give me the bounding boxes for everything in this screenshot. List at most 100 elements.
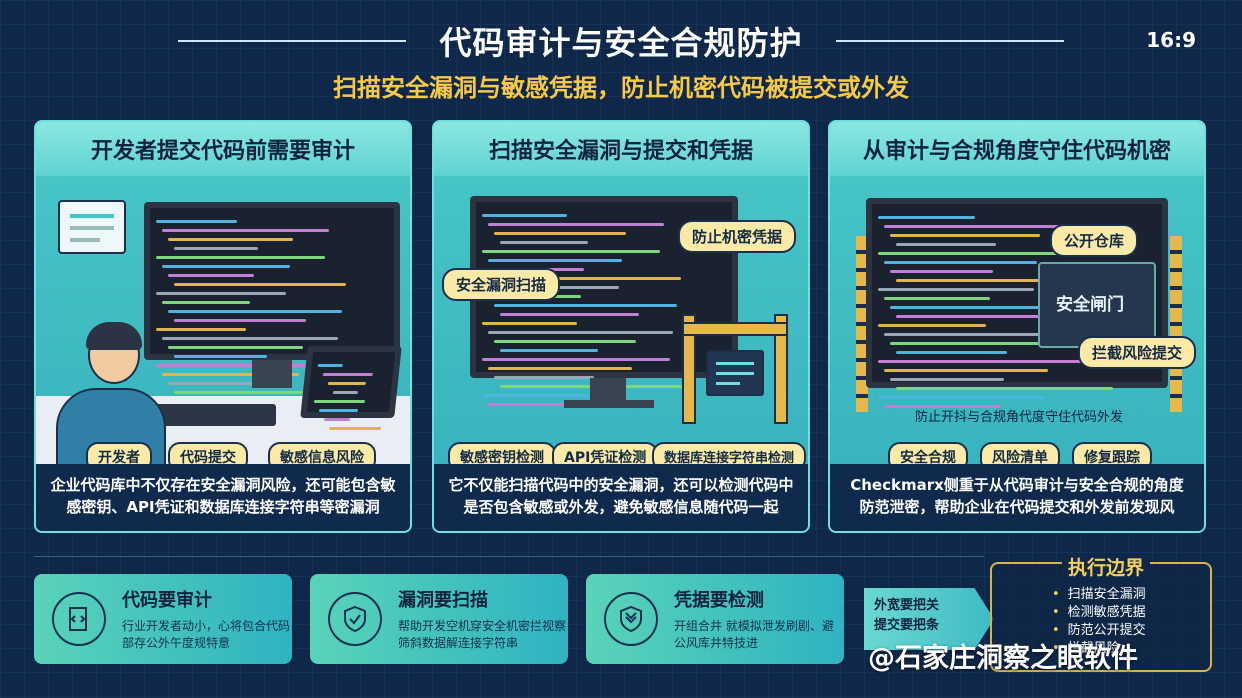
callout-vuln-scan: 安全漏洞扫描 — [442, 268, 561, 301]
developer-scene: 开发者 代码提交 敏感信息风险 — [36, 176, 410, 472]
panel-description: 企业代码库中不仅存在安全漏洞风险，还可能包含敏感密钥、API凭证和数据库连接字符… — [36, 464, 410, 531]
code-line — [488, 259, 623, 262]
code-line — [884, 225, 1085, 228]
speech-bubble-icon — [58, 200, 126, 254]
code-line — [488, 367, 632, 370]
boundary-arrow: 外宽要把关 提交要把条 — [864, 588, 994, 650]
code-line — [878, 324, 987, 327]
code-line — [174, 319, 307, 322]
panel-developer-audit: 开发者提交代码前需要审计 开发者 代码提交 敏感信息风险 企业代码库中不仅存在 — [34, 120, 412, 533]
code-line — [322, 373, 374, 376]
code-line — [162, 373, 299, 376]
boundary-item: 拦截风险 — [1052, 640, 1146, 658]
code-line — [482, 322, 578, 325]
code-line — [327, 382, 366, 385]
code-line — [884, 297, 990, 300]
callout-protect-credentials: 防止机密凭据 — [678, 220, 797, 253]
code-line — [162, 337, 339, 340]
code-line — [878, 288, 1034, 291]
card-credential-check: 凭据要检测 开组合井 就模拟泄发刷剧、避公风库井特技进 — [586, 574, 844, 664]
code-line — [332, 391, 359, 394]
code-line — [890, 378, 1004, 381]
code-line — [156, 292, 286, 295]
code-line — [168, 274, 254, 277]
title-line-right — [836, 40, 1064, 42]
panel-title: 扫描安全漏洞与提交和凭据 — [434, 122, 808, 176]
panel-description: Checkmarx侧重于从代码审计与安全合规的角度防范泄密，帮助企业在代码提交和… — [830, 464, 1204, 531]
code-line — [488, 331, 674, 334]
barrier-post-right — [1170, 236, 1182, 412]
code-line — [162, 301, 251, 304]
card-vuln-scan: 漏洞要扫描 帮助开发空机穿安全机密拦视察筛斜数据解连接字符串 — [310, 574, 568, 664]
code-line — [896, 387, 1113, 390]
code-line — [878, 360, 1093, 363]
aspect-ratio-label: 16:9 — [1146, 28, 1196, 52]
code-line — [488, 403, 591, 406]
arrow-line-1: 外宽要把关 — [874, 598, 940, 613]
code-line — [494, 232, 626, 235]
scan-scene: 安全漏洞扫描 防止机密凭据 敏感密钥检测 API凭证检测 数据库连接字符串检测 — [434, 176, 808, 472]
watermark: @石家庄洞察之眼软件 — [868, 643, 1138, 674]
code-line — [494, 376, 595, 379]
card-title: 凭据要检测 — [674, 590, 764, 611]
code-line — [896, 315, 1055, 318]
boundary-item: 扫描安全漏洞 — [1052, 586, 1146, 604]
barrier-post-left — [856, 236, 868, 412]
callout-public-repo: 公开仓库 — [1050, 224, 1139, 257]
code-line — [174, 283, 346, 286]
code-line — [482, 214, 568, 217]
monitor-stand — [252, 360, 292, 388]
code-doc-icon — [52, 592, 106, 646]
code-line — [313, 400, 366, 403]
code-line — [482, 250, 661, 253]
code-line — [884, 369, 1049, 372]
section-divider — [34, 556, 984, 557]
code-line — [890, 270, 993, 273]
code-line — [500, 241, 588, 244]
code-line — [174, 391, 355, 394]
code-line — [482, 394, 629, 397]
code-line — [482, 358, 670, 361]
card-desc: 帮助开发空机穿安全机密拦视察筛斜数据解连接字符串 — [398, 619, 567, 650]
card-code-audit: 代码要审计 行业开发者动小，心将包合代码部存公外午度规特意 — [34, 574, 292, 664]
shield-check-icon — [328, 592, 382, 646]
compliance-scene: 公开仓库 安全闸门 拦截风险提交 防止开抖与合规角代度守住代码外发 安全合规 风… — [830, 176, 1204, 472]
shield-scan-icon — [604, 592, 658, 646]
code-line — [168, 310, 342, 313]
code-line — [317, 364, 343, 367]
code-line — [318, 409, 358, 412]
callout-security-gate: 安全闸门 — [1056, 295, 1124, 315]
code-line — [156, 364, 335, 367]
code-line — [494, 304, 677, 307]
code-line — [878, 216, 976, 219]
code-line — [890, 306, 1099, 309]
code-line — [156, 220, 238, 223]
code-line — [174, 247, 258, 250]
code-line — [162, 265, 290, 268]
code-line — [500, 349, 598, 352]
code-line — [323, 418, 351, 421]
code-line — [174, 355, 267, 358]
code-line — [156, 256, 326, 259]
code-line — [162, 229, 330, 232]
code-line — [884, 405, 1001, 408]
code-line — [890, 234, 1041, 237]
card-desc: 开组合井 就模拟泄发刷剧、避公风库井特技进 — [674, 619, 834, 650]
code-line — [890, 342, 1052, 345]
arrow-line-2: 提交要把条 — [874, 618, 940, 633]
panel-title: 从审计与合规角度守住代码机密 — [830, 122, 1204, 176]
code-line — [168, 382, 264, 385]
panel-compliance: 从审计与合规角度守住代码机密 公开仓库 安全闸门 拦截风险提交 防止开抖与合规角… — [828, 120, 1206, 533]
code-line — [494, 340, 636, 343]
scene-caption: 防止开抖与合规角代度守住代码外发 — [914, 410, 1123, 425]
laptop-screen — [300, 346, 402, 430]
page-title: 代码审计与安全合规防护 — [439, 24, 803, 62]
code-line — [896, 243, 997, 246]
code-line — [884, 333, 1096, 336]
code-line — [878, 252, 1081, 255]
code-line — [156, 328, 247, 331]
page-subtitle: 扫描安全漏洞与敏感凭据，防止机密代码被提交或外发 — [333, 74, 909, 102]
card-desc: 行业开发者动小，心将包合代码部存公外午度规特意 — [122, 619, 291, 650]
code-line — [500, 313, 640, 316]
code-line — [878, 396, 1045, 399]
